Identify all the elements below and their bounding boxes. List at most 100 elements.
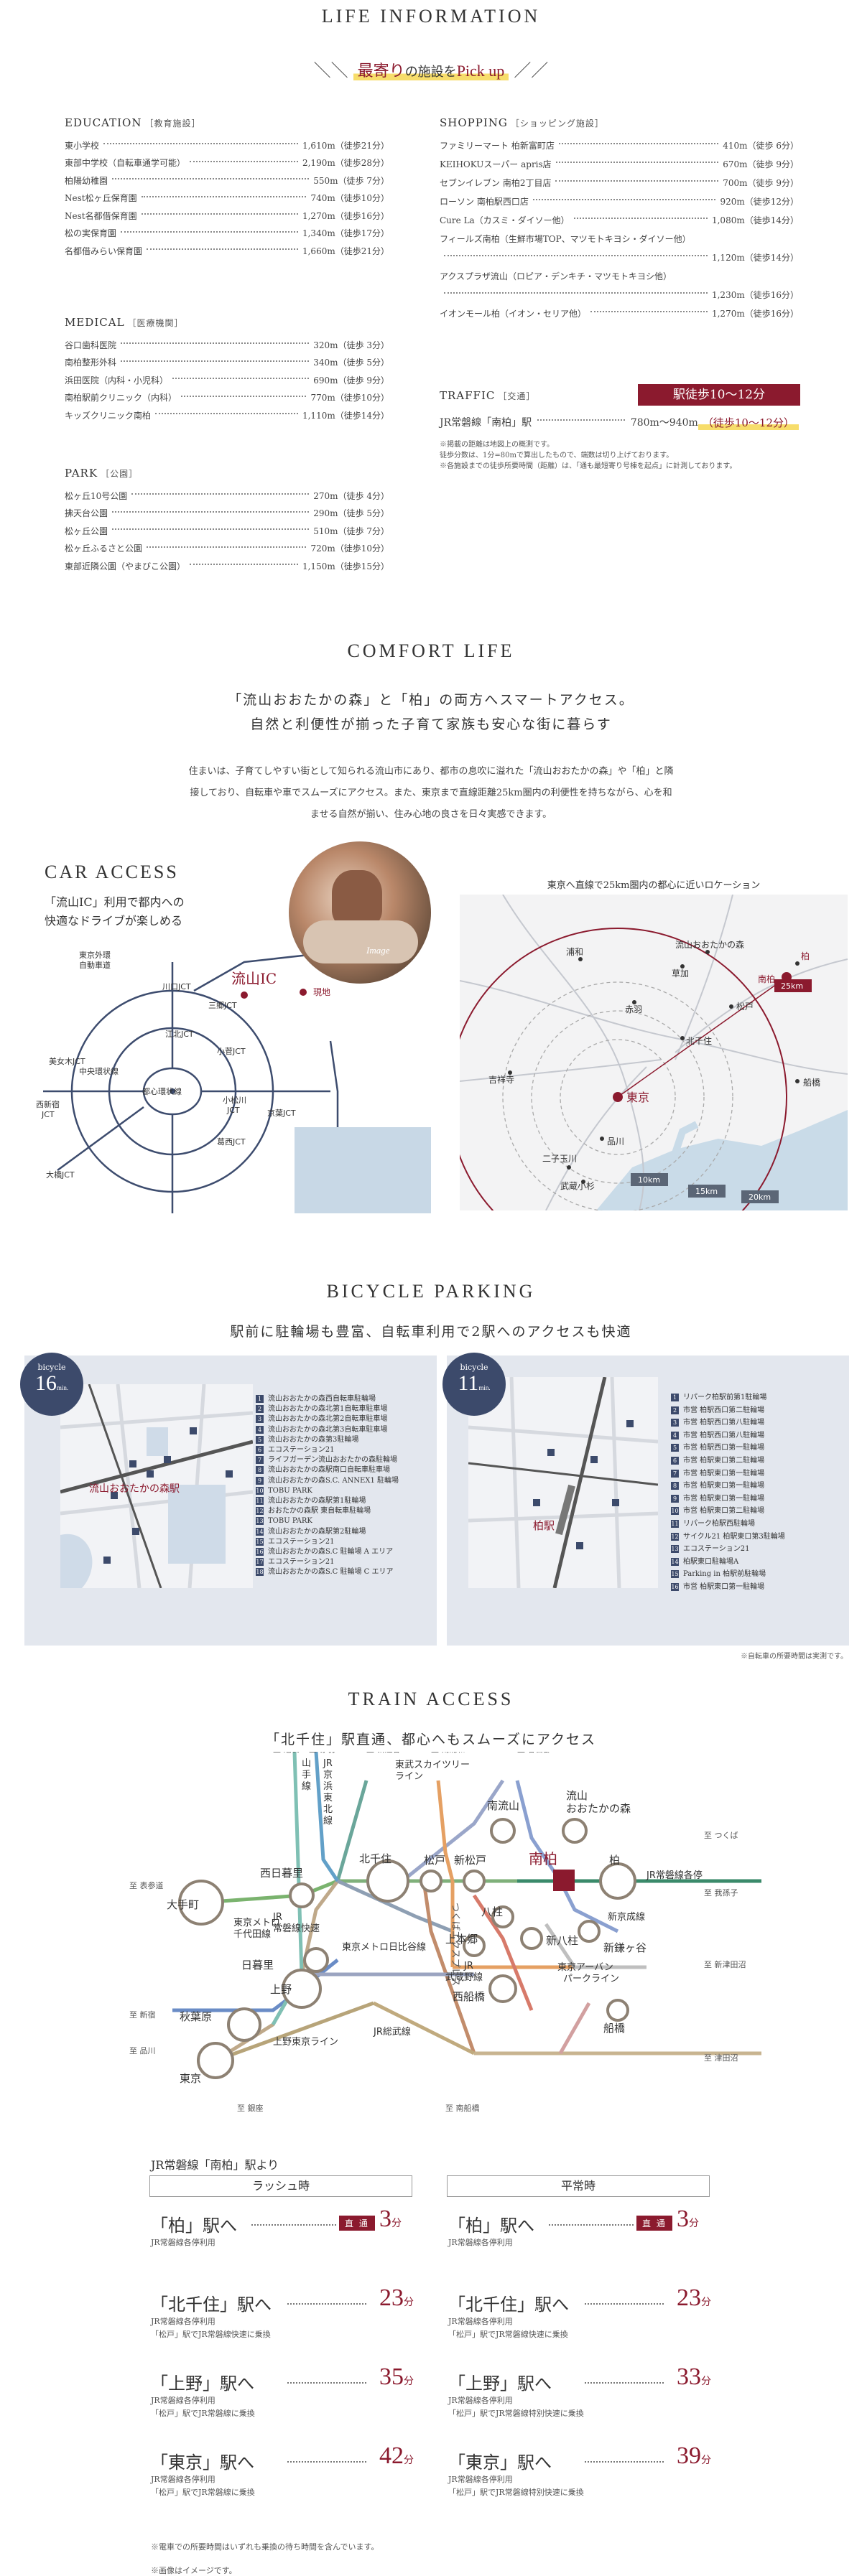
facility-name: セブンイレブン 南柏2丁目店 — [440, 177, 552, 188]
route-note-2: 「松戸」駅でJR常磐線特別快速に乗換 — [448, 2488, 584, 2497]
svg-text:都心環状線: 都心環状線 — [142, 1086, 182, 1096]
svg-text:武蔵小杉: 武蔵小杉 — [560, 1181, 595, 1191]
facility-name: イオンモール柏（イオン・セリア他） — [440, 308, 587, 319]
bicycle-badge-left: bicycle 16min. — [20, 1353, 83, 1416]
svg-text:25km: 25km — [781, 981, 803, 991]
shopping-item: 1,230m（徒歩16分） — [440, 287, 799, 302]
svg-text:JR: JR — [323, 1758, 333, 1769]
life-notes: ※掲載の距離は地図上の概測です。 徒歩分数は、1分=80mで算出したもので、端数… — [440, 441, 737, 470]
svg-text:江北JCT: 江北JCT — [165, 1030, 194, 1039]
svg-text:八柱: 八柱 — [481, 1905, 503, 1918]
svg-text:東: 東 — [323, 1792, 333, 1803]
train-minutes: 23分 — [379, 2285, 414, 2311]
train-minutes: 42分 — [379, 2442, 414, 2469]
svg-text:流山: 流山 — [566, 1789, 588, 1802]
facility-name: 柏陽幼稚園 — [65, 175, 108, 186]
rush-header: ラッシュ時 — [149, 2175, 412, 2197]
facility-name: Nest名都借保育園 — [65, 210, 137, 221]
svg-text:20km: 20km — [749, 1193, 771, 1202]
svg-text:新京成線: 新京成線 — [608, 1911, 645, 1923]
svg-text:京葉JCT: 京葉JCT — [267, 1108, 296, 1118]
svg-text:北千住: 北千住 — [359, 1852, 391, 1865]
svg-text:至 津田沼: 至 津田沼 — [704, 2053, 738, 2063]
svg-text:小菅JCT: 小菅JCT — [217, 1047, 246, 1056]
svg-text:つくばエクスプレス: つくばエクスプレス — [450, 1903, 460, 1987]
facility-distance: 1,120m（徒歩14分） — [711, 252, 799, 263]
facility-name: Nest松ヶ丘保育園 — [65, 193, 137, 203]
train-lead: 「北千住」駅直通、都心へもスムーズにアクセス — [265, 1732, 597, 1747]
svg-text:至 銀座: 至 銀座 — [237, 2103, 264, 2113]
svg-text:至 南船橋: 至 南船橋 — [445, 2103, 480, 2113]
bicycle-lead: 駅前に駐輪場も豊富、自転車利用で2駅へのアクセスも快適 — [230, 1324, 632, 1340]
svg-text:15km: 15km — [695, 1187, 718, 1196]
facility-name: 東部近隣公園（やまびこ公園） — [65, 561, 186, 571]
svg-text:流山おおたかの森駅: 流山おおたかの森駅 — [89, 1483, 180, 1495]
svg-text:西船橋: 西船橋 — [453, 1990, 485, 2003]
facility-distance: 1,270m（徒歩16分） — [711, 308, 799, 319]
normal-header: 平常時 — [447, 2175, 710, 2197]
facility-distance: 410m（徒歩 6分） — [723, 140, 799, 151]
train-minutes: 3分 — [379, 2206, 402, 2232]
car-lead: 「流山IC」利用で都内への 快適なドライブが楽しめる — [45, 895, 185, 928]
svg-text:新松戸: 新松戸 — [454, 1854, 486, 1867]
route-note-2: 「松戸」駅でJR常磐線特別快速に乗換 — [448, 2409, 584, 2418]
svg-text:南流山: 南流山 — [487, 1799, 519, 1812]
medical-item: 浜田医院（内科・小児科）690m（徒歩 9分） — [65, 373, 389, 387]
svg-text:秋葉原: 秋葉原 — [180, 2010, 212, 2023]
svg-text:北: 北 — [323, 1804, 333, 1815]
route-note-2: 「松戸」駅でJR常磐線に乗換 — [151, 2488, 255, 2497]
facility-name: 松の実保育園 — [65, 228, 117, 238]
train-destination: 「北千住」駅へ — [448, 2295, 569, 2315]
route-note-1: JR常磐線各停利用 — [448, 2238, 513, 2247]
train-destination: 「上野」駅へ — [448, 2374, 552, 2394]
pickup-heading: ＼＼ 最寄りの施設をPick up ／／ — [313, 60, 549, 80]
route-note-1: JR常磐線各停利用 — [151, 2238, 216, 2247]
svg-text:至 赤羽: 至 赤羽 — [309, 1752, 335, 1754]
facility-distance: 270m（徒歩 4分） — [313, 490, 389, 501]
comfort-lead-2: 自然と利便性が揃った子育て家族も安心な街に暮らす — [250, 717, 612, 732]
dots-leader — [585, 2382, 664, 2384]
svg-text:流山おおたかの森: 流山おおたかの森 — [675, 939, 744, 950]
svg-text:松戸: 松戸 — [736, 1002, 754, 1012]
facility-name: 南柏駅前クリニック（内科） — [65, 393, 177, 403]
tokyo-map-caption: 東京へ直線で25km圏内の都心に近いロケーション — [547, 880, 761, 891]
svg-text:常磐線快速: 常磐線快速 — [273, 1923, 320, 1934]
svg-text:吉祥寺: 吉祥寺 — [488, 1075, 514, 1085]
facility-distance: 510m（徒歩 7分） — [313, 526, 389, 536]
svg-text:西日暮里: 西日暮里 — [260, 1867, 303, 1880]
svg-text:新鎌ヶ谷: 新鎌ヶ谷 — [603, 1941, 646, 1954]
dots-leader — [287, 2382, 366, 2384]
traffic-badge: 駅徒歩10～12分 — [638, 384, 800, 406]
svg-text:三郷JCT: 三郷JCT — [208, 1000, 237, 1010]
train-minutes: 33分 — [677, 2363, 711, 2390]
svg-text:至 春日部: 至 春日部 — [517, 1752, 552, 1754]
train-minutes: 23分 — [677, 2285, 711, 2311]
svg-text:柏: 柏 — [609, 1854, 620, 1867]
shopping-item: 1,120m（徒歩14分） — [440, 250, 799, 264]
svg-text:上野: 上野 — [270, 1983, 292, 1996]
